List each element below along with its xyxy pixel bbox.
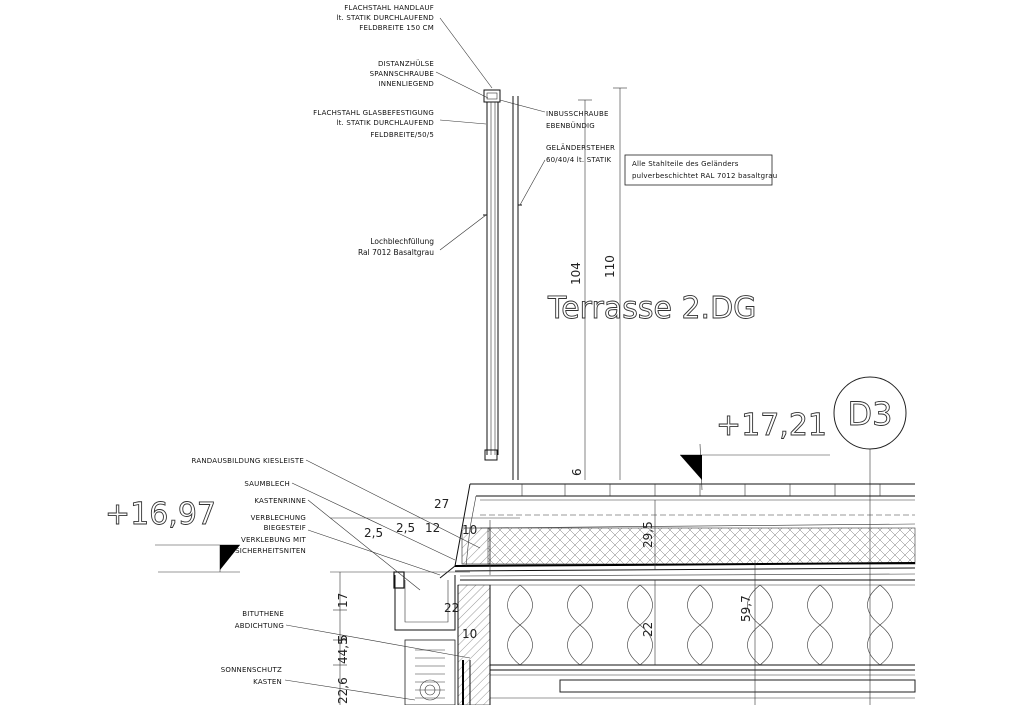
svg-text:FLACHSTAHL HANDLAUF: FLACHSTAHL HANDLAUF	[344, 4, 434, 12]
svg-text:22: 22	[444, 601, 459, 615]
svg-text:2,5: 2,5	[396, 521, 415, 535]
svg-text:KASTEN: KASTEN	[253, 678, 282, 686]
svg-text:SAUMBLECH: SAUMBLECH	[244, 480, 290, 488]
svg-text:FELDBREITE/50/5: FELDBREITE/50/5	[370, 131, 434, 139]
svg-text:FELDBREITE 150 CM: FELDBREITE 150 CM	[359, 24, 434, 32]
svg-text:pulverbeschichtet RAL 7012 bas: pulverbeschichtet RAL 7012 basaltgrau	[632, 172, 777, 180]
svg-text:VERBLECHUNG: VERBLECHUNG	[251, 514, 306, 522]
svg-text:59,7: 59,7	[739, 595, 753, 622]
svg-text:10: 10	[462, 627, 477, 641]
svg-text:2,5: 2,5	[364, 526, 383, 540]
svg-text:22: 22	[641, 622, 655, 637]
svg-text:FLACHSTAHL GLASBEFESTIGUNG: FLACHSTAHL GLASBEFESTIGUNG	[313, 109, 434, 117]
svg-text:RANDAUSBILDUNG KIESLEISTE: RANDAUSBILDUNG KIESLEISTE	[192, 457, 304, 465]
leaders-lower	[284, 459, 481, 701]
svg-text:Lochblechfüllung: Lochblechfüllung	[370, 237, 434, 246]
label-handlauf: FLACHSTAHL HANDLAUF lt. STATIK DURCHLAUF…	[336, 4, 434, 32]
svg-text:INBUSSCHRAUBE: INBUSSCHRAUBE	[546, 110, 609, 118]
roof-buildup	[393, 483, 916, 705]
svg-text:SICHERHEITSNITEN: SICHERHEITSNITEN	[235, 547, 306, 555]
svg-text:BITUTHENE: BITUTHENE	[242, 610, 284, 618]
label-randausbildung: RANDAUSBILDUNG KIESLEISTE	[192, 457, 304, 465]
svg-text:27: 27	[434, 497, 449, 511]
svg-text:D3: D3	[848, 395, 893, 433]
svg-text:VERKLEBUNG MIT: VERKLEBUNG MIT	[241, 536, 307, 544]
svg-text:104: 104	[569, 262, 583, 285]
label-bituthene: BITUTHENE ABDICHTUNG	[235, 610, 284, 630]
svg-text:6: 6	[570, 468, 584, 476]
svg-text:60/40/4 lt. STATIK: 60/40/4 lt. STATIK	[546, 156, 612, 164]
leaders-upper	[435, 17, 546, 251]
svg-text:17: 17	[336, 593, 350, 608]
svg-text:10: 10	[462, 523, 477, 537]
svg-text:DISTANZHÜLSE: DISTANZHÜLSE	[378, 59, 434, 68]
svg-text:EBENBÜNDIG: EBENBÜNDIG	[546, 121, 595, 130]
svg-text:29,5: 29,5	[641, 521, 655, 548]
svg-text:44,5: 44,5	[336, 637, 350, 664]
svg-text:SPANNSCHRAUBE: SPANNSCHRAUBE	[370, 70, 434, 78]
label-glasbefestigung: FLACHSTAHL GLASBEFESTIGUNG lt. STATIK DU…	[313, 109, 434, 139]
svg-text:ABDICHTUNG: ABDICHTUNG	[235, 622, 284, 630]
dimension-height: 104 110 6	[569, 87, 627, 480]
svg-text:22,6: 22,6	[336, 677, 350, 704]
label-sonnenschutz: SONNENSCHUTZ KASTEN	[221, 666, 282, 686]
svg-text:SONNENSCHUTZ: SONNENSCHUTZ	[221, 666, 282, 674]
level-marker-upper: +17,21	[680, 408, 830, 491]
railing	[483, 89, 522, 480]
svg-text:BIEGESTEIF: BIEGESTEIF	[264, 524, 306, 532]
svg-text:12: 12	[425, 521, 440, 535]
label-verblechung: VERBLECHUNG BIEGESTEIF VERKLEBUNG MIT SI…	[235, 514, 306, 555]
svg-text:lt. STATIK DURCHLAUFEND: lt. STATIK DURCHLAUFEND	[336, 14, 434, 22]
svg-text:+16,97: +16,97	[105, 497, 216, 532]
detail-tag: D3	[833, 376, 907, 705]
svg-text:INNENLIEGEND: INNENLIEGEND	[379, 80, 434, 88]
dimensions-lower: 27 2,5 2,5 12 10 29,5 22 10 22 59,7 17 5…	[330, 497, 756, 705]
level-marker-lower: +16,97	[105, 497, 240, 573]
note-box: Alle Stahlteile des Geländers pulverbesc…	[624, 154, 777, 186]
svg-text:KASTENRINNE: KASTENRINNE	[254, 497, 306, 505]
label-kastenrinne: KASTENRINNE	[254, 497, 306, 505]
svg-text:5: 5	[336, 634, 350, 642]
label-lochblech: Lochblechfüllung Ral 7012 Basaltgrau	[358, 237, 434, 257]
svg-text:Alle Stahlteile des Geländers: Alle Stahlteile des Geländers	[632, 160, 739, 168]
svg-text:GELÄNDERSTEHER: GELÄNDERSTEHER	[546, 143, 615, 152]
svg-text:Ral 7012 Basaltgrau: Ral 7012 Basaltgrau	[358, 248, 434, 257]
svg-text:+17,21: +17,21	[716, 408, 827, 443]
label-saumblech: SAUMBLECH	[244, 480, 290, 488]
drawing-title: Terrasse 2.DG	[547, 291, 756, 326]
label-distanz: DISTANZHÜLSE SPANNSCHRAUBE INNENLIEGEND	[370, 59, 434, 88]
svg-text:110: 110	[603, 255, 617, 278]
svg-text:lt. STATIK DURCHLAUFEND: lt. STATIK DURCHLAUFEND	[336, 119, 434, 127]
label-steher: GELÄNDERSTEHER 60/40/4 lt. STATIK	[546, 143, 615, 164]
label-inbus: INBUSSCHRAUBE EBENBÜNDIG	[546, 110, 609, 130]
